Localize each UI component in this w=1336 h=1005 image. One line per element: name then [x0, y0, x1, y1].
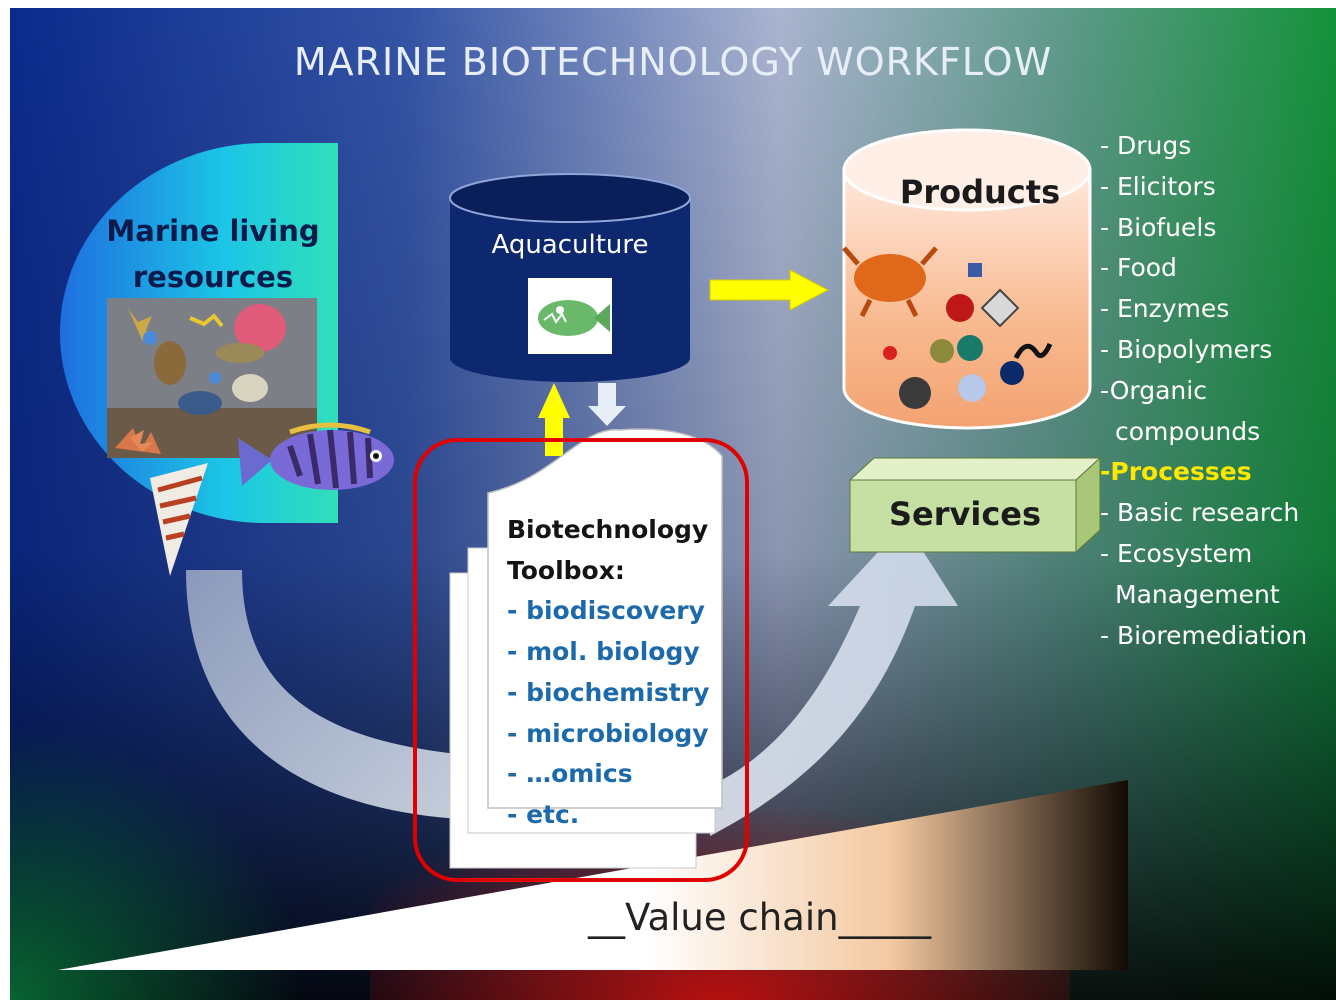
marine-resources-label-line2: resources	[132, 260, 294, 294]
services-label: Services	[888, 495, 1042, 533]
toolbox-text: Biotechnology Toolbox: - biodiscovery - …	[507, 510, 709, 836]
toolbox-item: - mol. biology	[507, 637, 700, 667]
outputs-list-highlight: -Processes	[1100, 457, 1252, 487]
diagram-canvas	[10, 8, 1336, 1000]
outputs-list-item: -Organic	[1100, 375, 1207, 405]
outputs-list-item: - Enzymes	[1100, 294, 1230, 324]
toolbox-highlight-callout	[413, 438, 749, 882]
outputs-list-item: - Elicitors	[1100, 171, 1216, 201]
diagram-title: MARINE BIOTECHNOLOGY WORKFLOW	[293, 40, 1053, 84]
toolbox-item: - biodiscovery	[507, 596, 705, 626]
services-list-item: - Ecosystem	[1100, 538, 1253, 568]
toolbox-heading: Toolbox:	[507, 555, 625, 585]
outputs-list-item: - Biofuels	[1100, 212, 1217, 242]
outputs-list-item: compounds	[1115, 416, 1261, 446]
aquaculture-label: Aquaculture	[491, 230, 649, 260]
flow-arrow-right	[710, 523, 958, 836]
toolbox-pages	[449, 428, 723, 869]
outputs-list: - Drugs - Elicitors - Biofuels - Food - …	[1100, 126, 1307, 656]
toolbox-item: - …omics	[507, 759, 633, 789]
outputs-list-item: - Food	[1100, 253, 1177, 283]
toolbox-item: - microbiology	[507, 718, 709, 748]
reef-illustration	[107, 298, 317, 458]
toolbox-item: - biochemistry	[507, 677, 710, 707]
cichlid-fish-image	[238, 422, 394, 490]
arrow-down-to-toolbox	[588, 383, 626, 426]
services-list-item: - Bioremediation	[1100, 620, 1308, 650]
value-chain-label: __Value chain_____	[588, 896, 932, 939]
outputs-list-item: - Biopolymers	[1100, 334, 1273, 364]
services-list-item: - Basic research	[1100, 498, 1300, 528]
arrow-to-products	[709, 269, 830, 311]
marine-resources-label-line1: Marine living	[106, 214, 320, 248]
toolbox-heading: Biotechnology	[507, 515, 709, 544]
outputs-list-item: - Drugs	[1100, 131, 1192, 160]
value-chain-wedge	[58, 780, 1128, 970]
diagram-slide: MARINE BIOTECHNOLOGY WORKFLOW Marine liv…	[10, 8, 1336, 1000]
products-label: Products	[899, 173, 1061, 211]
services-box	[848, 456, 1102, 554]
product-icons	[842, 246, 1053, 409]
arrow-up-to-aquaculture	[538, 383, 570, 456]
marine-resources-label: Marine living resources	[88, 208, 338, 300]
services-list-item: Management	[1115, 579, 1280, 609]
toolbox-item: - etc.	[507, 799, 580, 829]
flow-arrow-left	[186, 570, 480, 820]
